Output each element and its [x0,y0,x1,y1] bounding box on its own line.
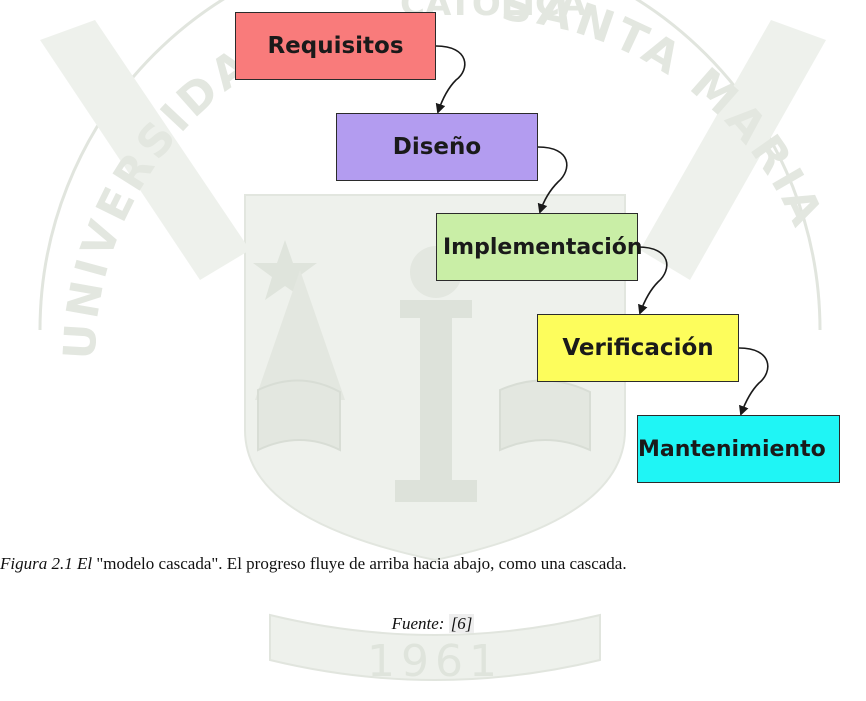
stage-diseno: Diseño [336,113,538,181]
stage-implementacion: Implementación [436,213,643,281]
caption-text: "modelo cascada". El progreso fluye de a… [92,554,627,573]
arrow-verificacion-mantenimiento [738,347,769,416]
source-label: Fuente: [391,614,445,633]
stage-verificacion: Verificación [537,314,739,382]
arrow-diseno-implementacion [537,146,568,214]
arrow-requisitos-diseno [435,45,466,114]
stage-mantenimiento: Mantenimiento [637,415,840,483]
source-reference: [6] [448,614,475,633]
figure-source: Fuente: [6] [0,614,866,634]
stage-requisitos: Requisitos [235,12,436,80]
figure-label: Figura 2.1 El [0,554,93,573]
figure-caption: Figura 2.1 El "modelo cascada". El progr… [0,554,866,574]
